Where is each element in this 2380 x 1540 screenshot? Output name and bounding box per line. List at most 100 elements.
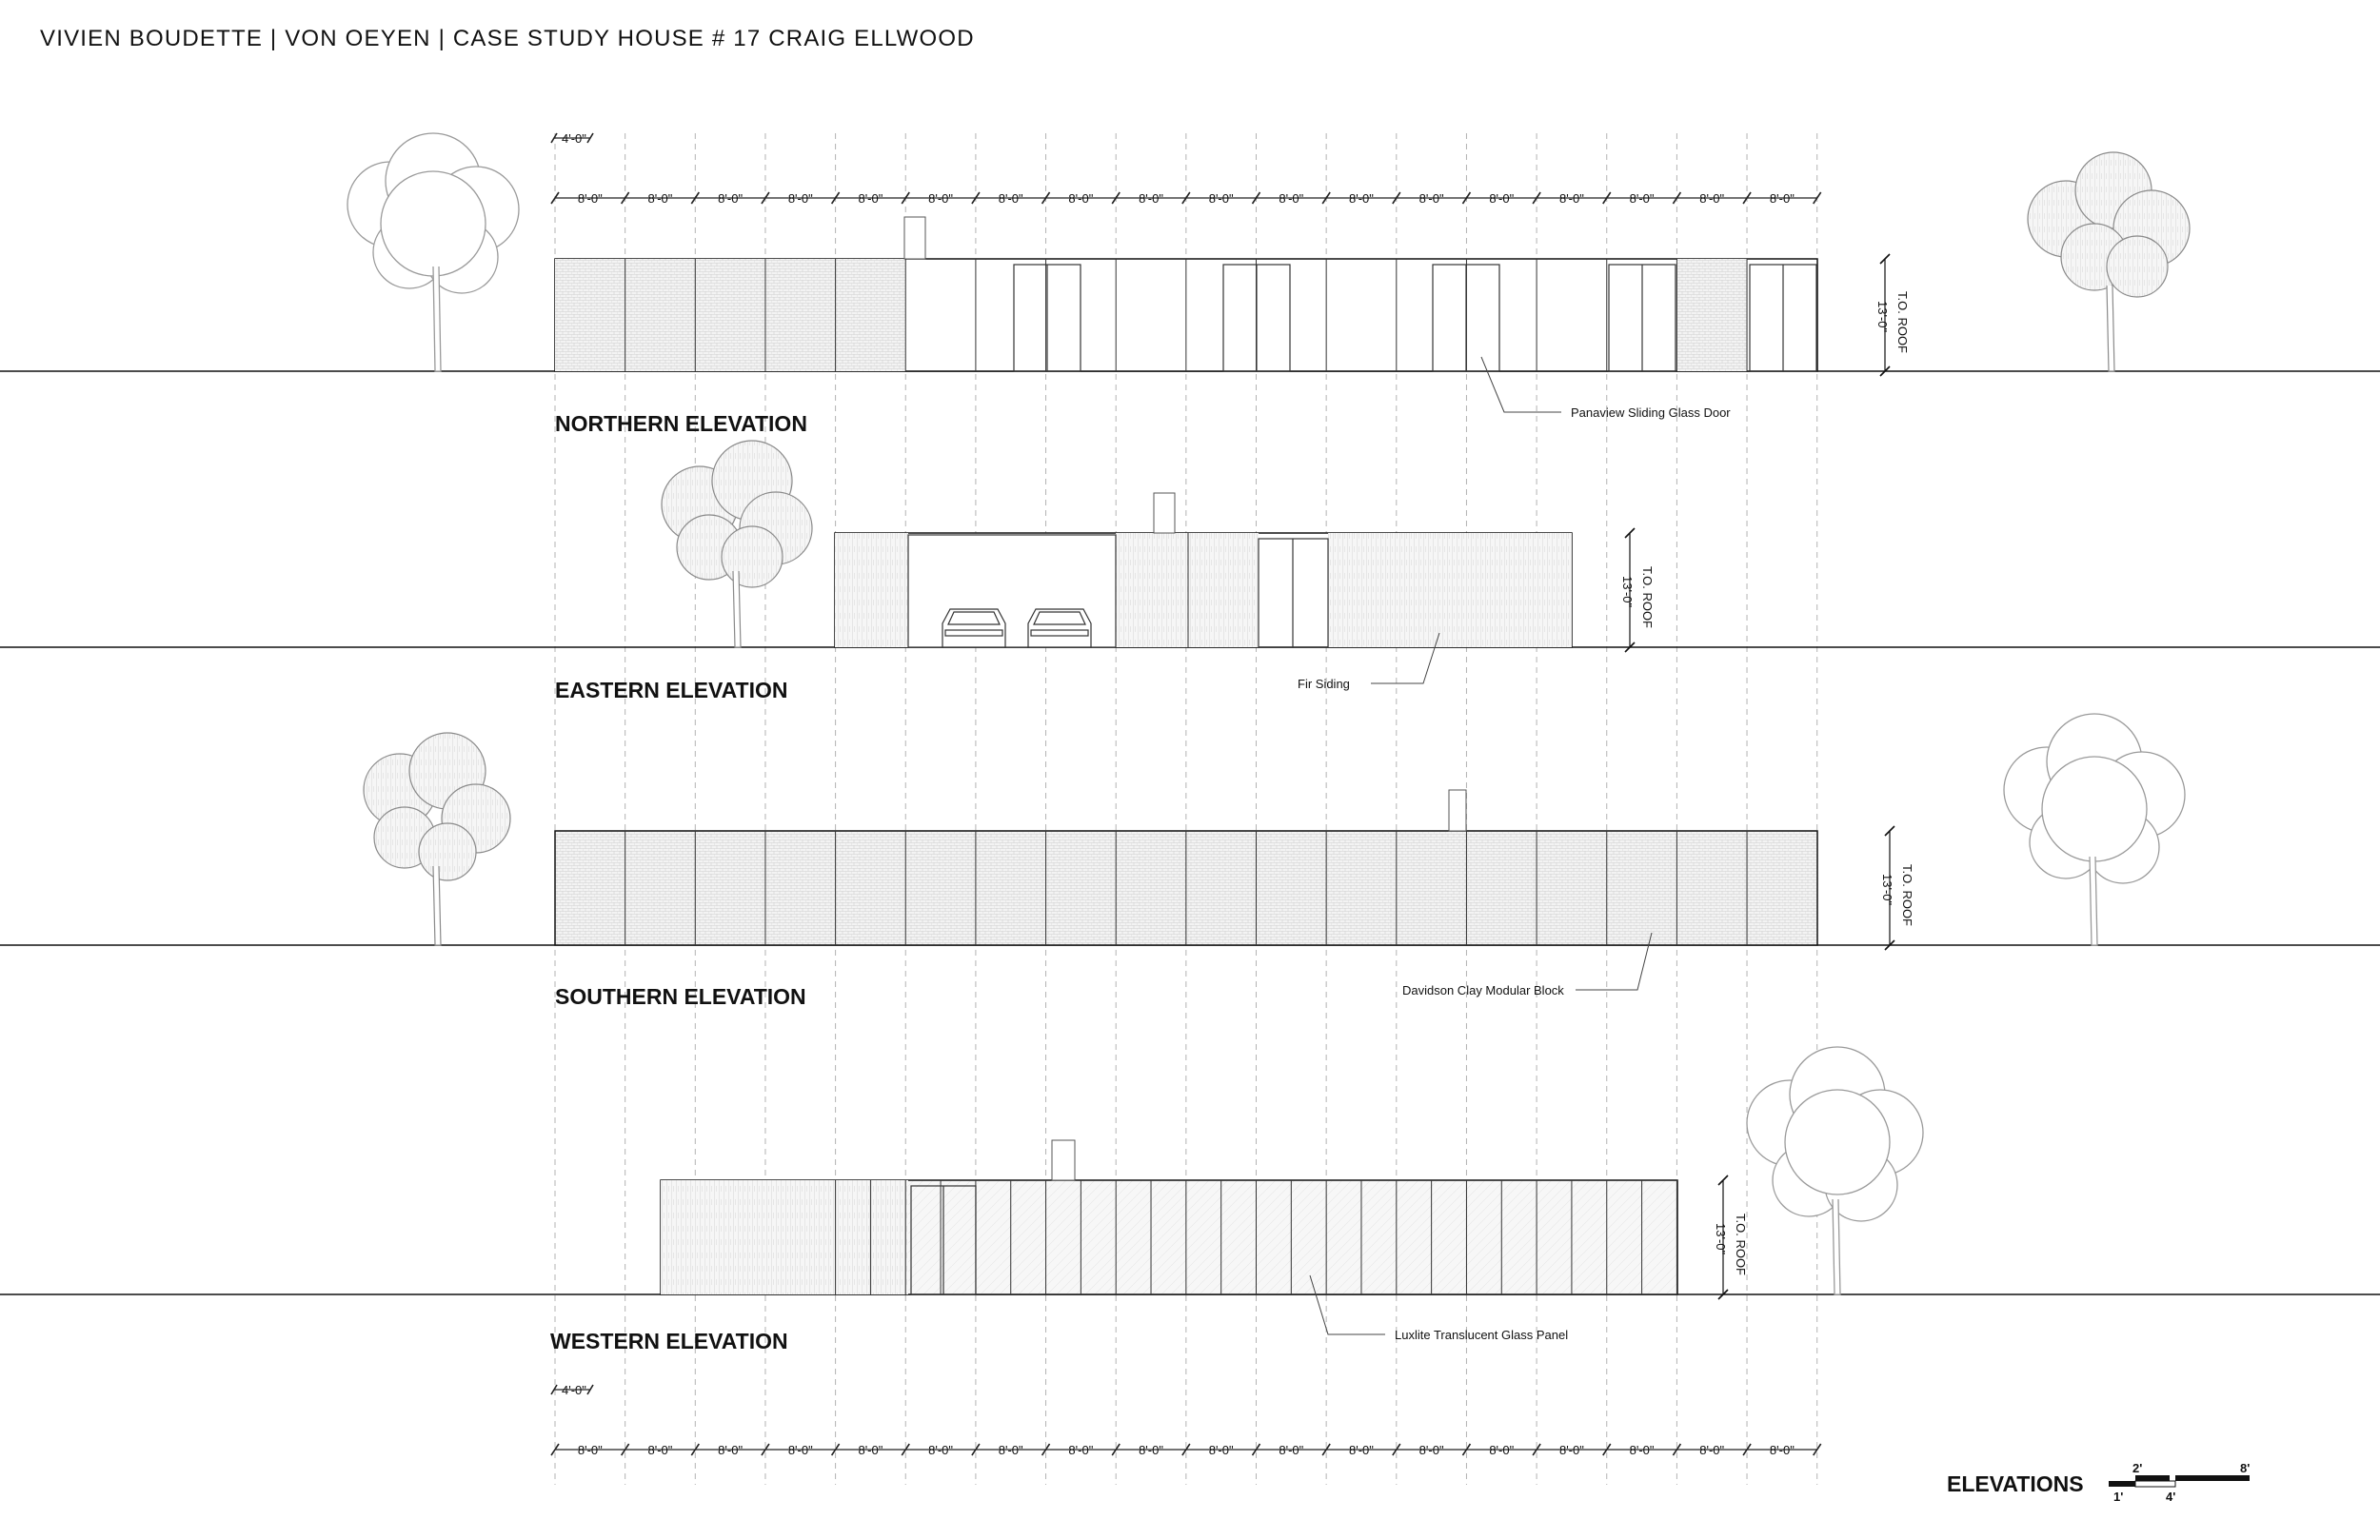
module-dimension: 8'-0" <box>1349 191 1374 206</box>
module-dimension: 8'-0" <box>1770 191 1795 206</box>
module-dimension: 8'-0" <box>1630 191 1655 206</box>
dimension-tick <box>901 1443 910 1456</box>
southern-elevation-title: SOUTHERN ELEVATION <box>555 984 806 1009</box>
module-dimension: 8'-0" <box>718 191 743 206</box>
northern-elevation-title: NORTHERN ELEVATION <box>555 411 807 436</box>
sheet-title: ELEVATIONS <box>1947 1471 2084 1496</box>
dimension-tick <box>1251 191 1261 205</box>
scale-bar: 1' 2' 4' 8' <box>2109 1461 2250 1504</box>
tree-outline <box>1746 1046 1924 1295</box>
dimension-tick <box>1321 191 1331 205</box>
wood-siding-wall <box>661 1180 908 1294</box>
module-dimension: 8'-0" <box>1419 191 1444 206</box>
western-elevation: T.O. ROOF 13'-0" Luxlite Translucent Gla… <box>0 1046 2380 1353</box>
southern-elevation: T.O. ROOF 13'-0" Davidson Clay Modular B… <box>0 713 2380 1009</box>
dimension-tick <box>1672 1443 1682 1456</box>
northern-elevation: T.O. ROOF 13'-0" Panaview Sliding Glass … <box>0 132 2380 436</box>
dimension-tick <box>971 191 981 205</box>
module-dimension: 8'-0" <box>1699 191 1724 206</box>
module-dimension: 8'-0" <box>788 1443 813 1457</box>
module-dimension: 8'-0" <box>788 191 813 206</box>
module-dimension: 8'-0" <box>928 1443 953 1457</box>
dimension-tick <box>550 1443 560 1456</box>
chimney <box>903 216 926 260</box>
dimension-tick <box>1392 1443 1401 1456</box>
module-dimension: 8'-0" <box>928 191 953 206</box>
module-dimension: 8'-0" <box>578 1443 603 1457</box>
dimension-tick <box>901 191 910 205</box>
leader-line <box>1480 356 1561 413</box>
dimension-tick <box>1602 1443 1612 1456</box>
clay-block-wall <box>555 259 905 371</box>
roof-height: 13'-0" <box>1620 576 1635 608</box>
module-dimension: 8'-0" <box>1209 191 1234 206</box>
roof-label: T.O. ROOF <box>1640 566 1655 628</box>
module-dimension: 8'-0" <box>1699 1443 1724 1457</box>
dimension-tick <box>971 1443 981 1456</box>
module-dimension: 8'-0" <box>1349 1443 1374 1457</box>
chimney <box>1051 1139 1076 1181</box>
dimension-tick <box>1041 1443 1051 1456</box>
dimension-tick <box>830 191 841 205</box>
dimension-tick <box>1742 191 1752 205</box>
module-dimension: 8'-0" <box>1068 1443 1093 1457</box>
module-dimension: 8'-0" <box>1209 1443 1234 1457</box>
module-dimension: 8'-0" <box>718 1443 743 1457</box>
tree-hatched <box>2027 151 2191 372</box>
scale-label-8ft: 8' <box>2240 1461 2250 1475</box>
dimension-tick <box>1461 1443 1472 1456</box>
module-dimension: 8'-0" <box>858 191 883 206</box>
half-module-dimension-bottom: 4'-0" <box>562 1383 586 1397</box>
chimney <box>1153 492 1176 534</box>
module-dimension: 8'-0" <box>578 191 603 206</box>
dimension-tick <box>1321 1443 1331 1456</box>
wood-siding-wall <box>1116 533 1259 647</box>
top-dimension-string: 4'-0" 8'-0" 8'-0" 8'-0" 8'-0" 8'-0" 8'-0" 8'-0… <box>550 131 1822 206</box>
half-module-dimension-top: 4'-0" <box>562 131 586 146</box>
module-dimension: 8'-0" <box>1770 1443 1795 1457</box>
module-dimension: 8'-0" <box>648 191 673 206</box>
tree-outline <box>2003 713 2186 946</box>
scale-label-1ft: 1' <box>2113 1490 2123 1504</box>
bottom-dimension-string: 4'-0" 8'-0" 8'-0" 8'-0" 8'-0" 8'-0" 8'-0" 8'-0… <box>550 1383 1822 1457</box>
module-dimension: 8'-0" <box>1489 1443 1514 1457</box>
module-dimension: 8'-0" <box>1279 1443 1303 1457</box>
car-icon <box>1027 608 1092 648</box>
annotation-luxlite: Luxlite Translucent Glass Panel <box>1395 1328 1568 1342</box>
roof-height: 13'-0" <box>1875 301 1890 333</box>
module-dimension: 8'-0" <box>1419 1443 1444 1457</box>
scale-label-4ft: 4' <box>2166 1490 2175 1504</box>
wood-siding-wall <box>835 533 908 647</box>
clay-block-wall <box>1677 259 1747 371</box>
dimension-tick <box>1181 1443 1191 1456</box>
dimension-tick <box>1813 191 1822 205</box>
dimension-tick <box>690 1443 700 1456</box>
dimension-tick <box>1602 191 1612 205</box>
module-dimension: 8'-0" <box>648 1443 673 1457</box>
roof-height: 13'-0" <box>1880 874 1894 906</box>
dimension-tick <box>1392 191 1401 205</box>
drawing-header: VIVIEN BOUDETTE | VON OEYEN | CASE STUDY… <box>40 26 975 51</box>
roof-label: T.O. ROOF <box>1734 1214 1748 1275</box>
roof-height-marker: T.O. ROOF 13'-0" <box>1875 253 1910 377</box>
dimension-tick <box>1111 191 1121 205</box>
module-dimension: 8'-0" <box>1068 191 1093 206</box>
module-dimension: 8'-0" <box>1279 191 1303 206</box>
leader-line <box>1309 1274 1385 1335</box>
car-icon <box>942 608 1006 648</box>
dimension-tick <box>1742 1443 1752 1456</box>
chimney <box>1448 789 1467 832</box>
dimension-tick <box>550 191 560 205</box>
dimension-tick <box>761 191 770 205</box>
dimension-tick <box>690 191 700 205</box>
scale-label-2ft: 2' <box>2132 1461 2142 1475</box>
dimension-tick <box>1461 191 1472 205</box>
dimension-tick <box>1532 1443 1541 1456</box>
dimension-tick <box>761 1443 770 1456</box>
dimension-tick <box>1251 1443 1261 1456</box>
module-dimension: 8'-0" <box>858 1443 883 1457</box>
dimension-tick <box>1813 1443 1822 1456</box>
module-dimension: 8'-0" <box>1139 191 1163 206</box>
eastern-elevation: T.O. ROOF 13'-0" Fir Siding EASTERN ELEV… <box>0 440 2380 702</box>
module-dimension: 8'-0" <box>1559 1443 1584 1457</box>
